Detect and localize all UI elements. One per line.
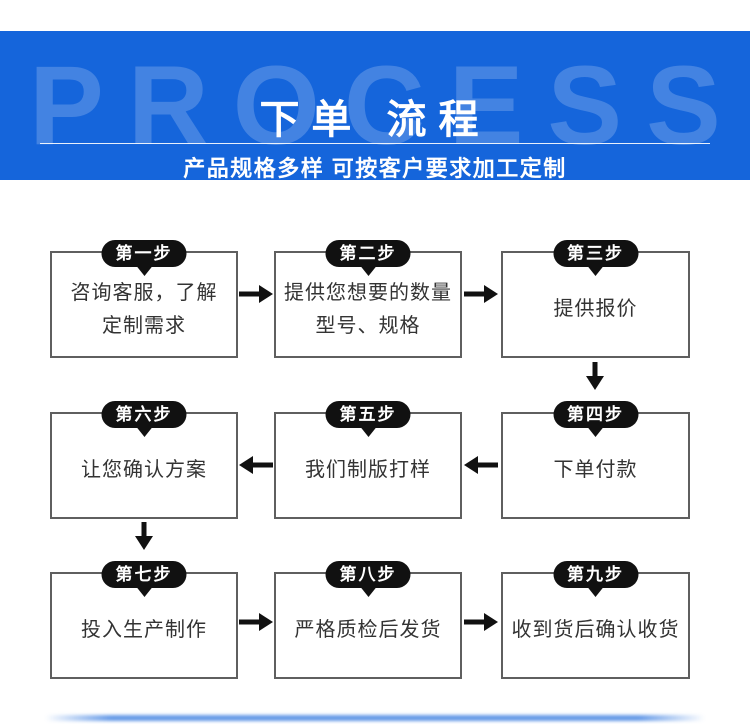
step-text-6: 让您确认方案 xyxy=(52,414,236,517)
next-section-top-edge xyxy=(45,715,705,721)
step-text-3: 提供报价 xyxy=(503,253,688,356)
step-text-3-line-1: 提供报价 xyxy=(553,298,638,320)
step-box-1: 第一步 咨询客服，了解 定制需求 xyxy=(50,240,238,358)
step-text-2: 提供您想要的数量 型号、规格 xyxy=(276,253,460,356)
step-text-1: 咨询客服，了解 定制需求 xyxy=(52,253,236,356)
step-badge-7: 第七步 xyxy=(101,561,187,588)
step-badge-8: 第八步 xyxy=(325,561,411,588)
step-badge-3: 第三步 xyxy=(553,240,638,267)
step-text-9-line-1: 收到货后确认收货 xyxy=(511,619,680,641)
step-box-9: 第九步 收到货后确认收货 xyxy=(501,561,690,679)
step-text-4: 下单付款 xyxy=(503,414,688,517)
process-banner: PROCESS 下单 流程 产品规格多样 可按客户要求加工定制 xyxy=(0,31,750,180)
step-text-1-line-2: 定制需求 xyxy=(102,314,186,337)
step-badge-1: 第一步 xyxy=(101,240,187,267)
step-box-6: 第六步 让您确认方案 xyxy=(50,401,238,519)
step-box-7: 第七步 投入生产制作 xyxy=(50,561,238,679)
step-badge-9: 第九步 xyxy=(553,561,638,588)
arrow-left-step4-to-step5-icon xyxy=(464,456,498,474)
arrow-down-step6-to-step7-icon xyxy=(135,522,153,550)
step-badge-6: 第六步 xyxy=(101,401,187,428)
step-text-2-line-2: 型号、规格 xyxy=(315,314,421,337)
banner-title: 下单 流程 xyxy=(259,98,491,142)
step-box-8: 第八步 严格质检后发货 xyxy=(274,561,462,679)
step-text-1-line-1: 咨询客服，了解 xyxy=(70,281,218,304)
step-badge-5: 第五步 xyxy=(325,401,411,428)
step-box-3: 第三步 提供报价 xyxy=(501,240,690,358)
step-text-4-line-1: 下单付款 xyxy=(553,459,638,481)
arrow-left-step5-to-step6-icon xyxy=(239,456,273,474)
step-text-9: 收到货后确认收货 xyxy=(503,574,688,677)
arrow-down-step3-to-step4-icon xyxy=(586,362,604,390)
step-text-7-line-1: 投入生产制作 xyxy=(81,619,207,641)
process-watermark-text: PROCESS xyxy=(29,43,745,168)
banner-divider xyxy=(40,143,710,144)
step-text-8: 严格质检后发货 xyxy=(276,574,460,677)
arrow-right-step8-to-step9-icon xyxy=(464,613,498,631)
step-text-8-line-1: 严格质检后发货 xyxy=(294,619,442,641)
step-box-4: 第四步 下单付款 xyxy=(501,401,690,519)
step-text-5: 我们制版打样 xyxy=(276,414,460,517)
step-box-2: 第二步 提供您想要的数量 型号、规格 xyxy=(274,240,462,358)
banner-subtitle: 产品规格多样 可按客户要求加工定制 xyxy=(183,156,567,180)
step-text-2-line-1: 提供您想要的数量 xyxy=(284,281,452,304)
arrow-right-step1-to-step2-icon xyxy=(239,285,273,303)
arrow-right-step7-to-step8-icon xyxy=(239,613,273,631)
step-text-5-line-1: 我们制版打样 xyxy=(305,459,431,481)
step-text-7: 投入生产制作 xyxy=(52,574,236,677)
step-box-5: 第五步 我们制版打样 xyxy=(274,401,462,519)
step-badge-4: 第四步 xyxy=(553,401,638,428)
step-badge-2: 第二步 xyxy=(325,240,411,267)
arrow-right-step2-to-step3-icon xyxy=(464,285,498,303)
step-text-6-line-1: 让您确认方案 xyxy=(81,459,207,481)
